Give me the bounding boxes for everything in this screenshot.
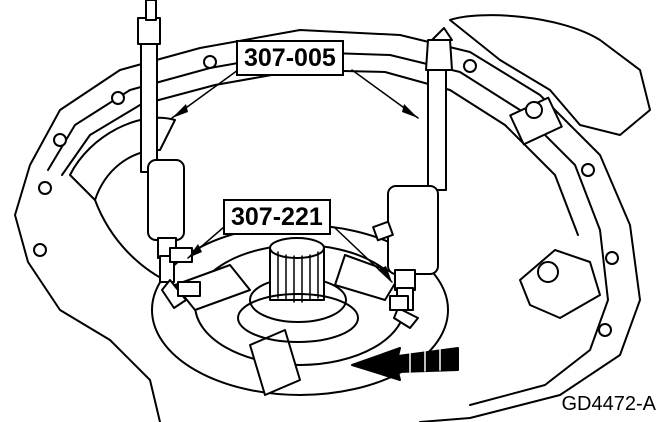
- right-side-bracket: [519, 249, 601, 319]
- bolt-head: [525, 101, 543, 119]
- pump-vane-bottom: [249, 329, 301, 396]
- upper-right-casing: [449, 14, 651, 136]
- shaft-top: [269, 237, 325, 259]
- tool-label-307-005: 307-005: [236, 40, 344, 76]
- figure-code: GD4472-A: [561, 393, 657, 415]
- pump-vane-left: [174, 264, 251, 311]
- right-slide-hammer: [387, 27, 453, 329]
- bracket-bolt: [537, 261, 559, 283]
- shaft-base-ring: [237, 293, 359, 343]
- direction-arrow: [351, 347, 459, 381]
- leader-arrowheads: [172, 104, 418, 282]
- adapter-right: [372, 220, 409, 311]
- direction-arrow-stripes: [409, 347, 441, 373]
- left-slide-hammer: [137, 0, 187, 309]
- flange-bolt-holes: [33, 55, 619, 337]
- left-shroud: [69, 116, 176, 201]
- adapter-left: [169, 247, 201, 297]
- tool-label-307-221: 307-221: [223, 199, 331, 235]
